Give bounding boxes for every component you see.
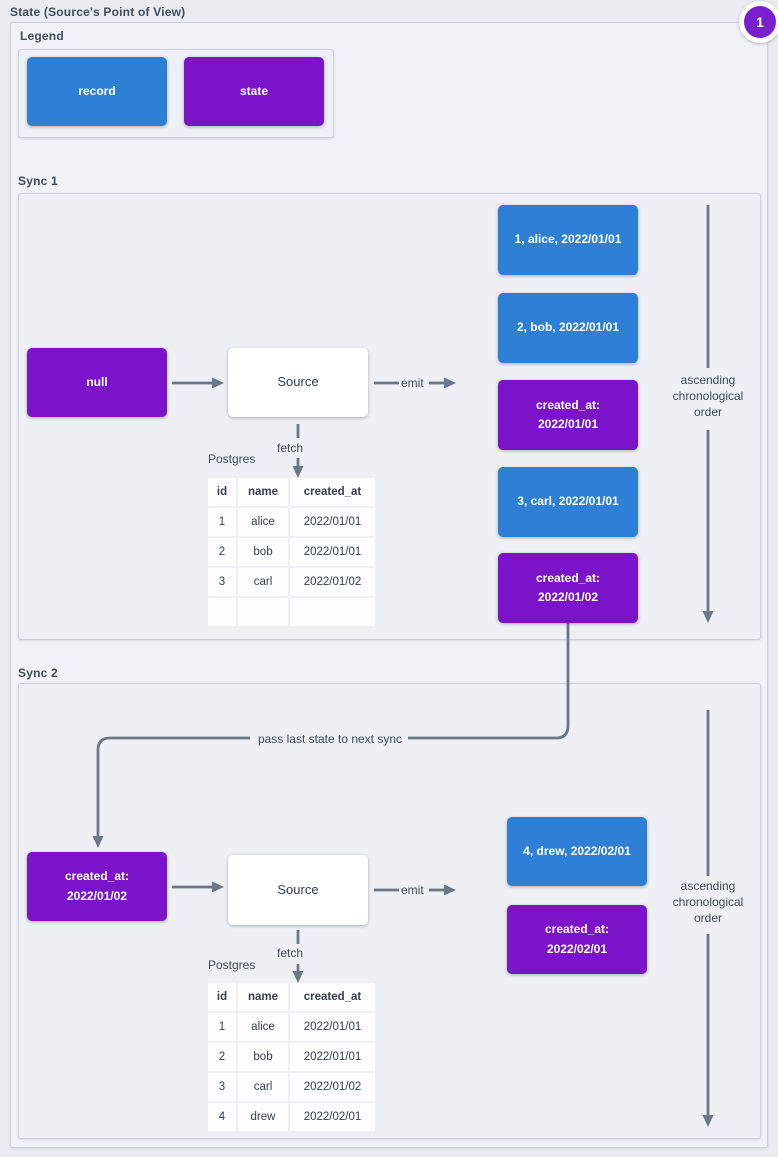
sync1-title: Sync 1 — [18, 174, 58, 188]
emitted-record-box: 4, drew, 2022/02/01 — [507, 817, 647, 886]
sync2-postgres-table: id name created_at 1 alice 2022/01/01 2 … — [208, 983, 375, 1131]
order-line-sync1 — [702, 205, 714, 623]
table-cell: 2022/01/02 — [290, 568, 375, 596]
page-title: State (Source's Point of View) — [10, 5, 186, 19]
sync2-title: Sync 2 — [18, 666, 58, 680]
table-header-cell: created_at — [290, 983, 375, 1011]
emit-arrow-sync2 — [374, 884, 456, 896]
pass-state-connector — [92, 623, 570, 848]
annotation-badge: 1 — [739, 1, 778, 43]
table-cell: 3 — [208, 1073, 236, 1101]
table-cell: 2022/01/01 — [290, 1013, 375, 1041]
table-header-cell: name — [238, 983, 288, 1011]
sync1-order-label: ascending chronological order — [672, 373, 744, 420]
table-cell: 3 — [208, 568, 236, 596]
table-cell: 1 — [208, 1013, 236, 1041]
table-header-cell: id — [208, 983, 236, 1011]
emitted-record-box: 2, bob, 2022/01/01 — [498, 293, 638, 363]
emitted-state-box: created_at: 2022/01/02 — [498, 553, 638, 623]
sync1-input-state-box: null — [27, 348, 167, 417]
fetch-arrow-sync1 — [292, 424, 304, 478]
table-cell — [208, 598, 236, 626]
sync1-fetch-label: fetch — [277, 441, 304, 455]
emitted-record-box: 1, alice, 2022/01/01 — [498, 205, 638, 275]
fetch-arrow-sync2 — [292, 930, 304, 983]
table-header-cell: created_at — [290, 478, 375, 506]
table-cell: bob — [238, 1043, 288, 1071]
emitted-record-box: 3, carl, 2022/01/01 — [498, 467, 638, 537]
table-cell: 2022/01/02 — [290, 1073, 375, 1101]
table-cell: 2 — [208, 538, 236, 566]
table-cell: alice — [238, 508, 288, 536]
table-cell — [290, 598, 375, 626]
table-header-cell: name — [238, 478, 288, 506]
sync1-source-box: Source — [228, 348, 368, 417]
sync2-fetch-label: fetch — [277, 946, 304, 960]
sync2-input-state-box: created_at: 2022/01/02 — [27, 852, 167, 921]
table-header-cell: id — [208, 478, 236, 506]
table-cell: carl — [238, 1073, 288, 1101]
table-cell: 2022/01/01 — [290, 508, 375, 536]
table-cell: alice — [238, 1013, 288, 1041]
emit-arrow-sync1 — [374, 377, 456, 389]
annotation-badge-number: 1 — [744, 6, 776, 38]
table-cell: 2 — [208, 1043, 236, 1071]
emitted-state-box: created_at: 2022/01/01 — [498, 380, 638, 450]
legend-record-box: record — [27, 57, 167, 126]
table-cell: 2022/02/01 — [290, 1103, 375, 1131]
sync2-order-label: ascending chronological order — [672, 879, 744, 926]
table-cell: 1 — [208, 508, 236, 536]
table-cell: carl — [238, 568, 288, 596]
sync2-emit-label: emit — [401, 883, 424, 897]
order-line-sync2 — [702, 710, 714, 1127]
legend-state-box: state — [184, 57, 324, 126]
emitted-state-box: created_at: 2022/02/01 — [507, 905, 647, 974]
legend-title: Legend — [20, 29, 64, 43]
arrow-null-to-source-sync1 — [172, 377, 224, 389]
table-cell: drew — [238, 1103, 288, 1131]
pass-state-label: pass last state to next sync — [257, 732, 403, 746]
sync1-emit-label: emit — [401, 376, 424, 390]
table-cell: 2022/01/01 — [290, 1043, 375, 1071]
arrow-state-to-source-sync2 — [172, 881, 224, 893]
table-cell: bob — [238, 538, 288, 566]
table-cell — [238, 598, 288, 626]
table-cell: 2022/01/01 — [290, 538, 375, 566]
sync1-postgres-label: Postgres — [208, 452, 256, 466]
sync1-postgres-table: id name created_at 1 alice 2022/01/01 2 … — [208, 478, 375, 626]
sync2-source-box: Source — [228, 855, 368, 925]
table-cell: 4 — [208, 1103, 236, 1131]
sync2-postgres-label: Postgres — [208, 958, 256, 972]
